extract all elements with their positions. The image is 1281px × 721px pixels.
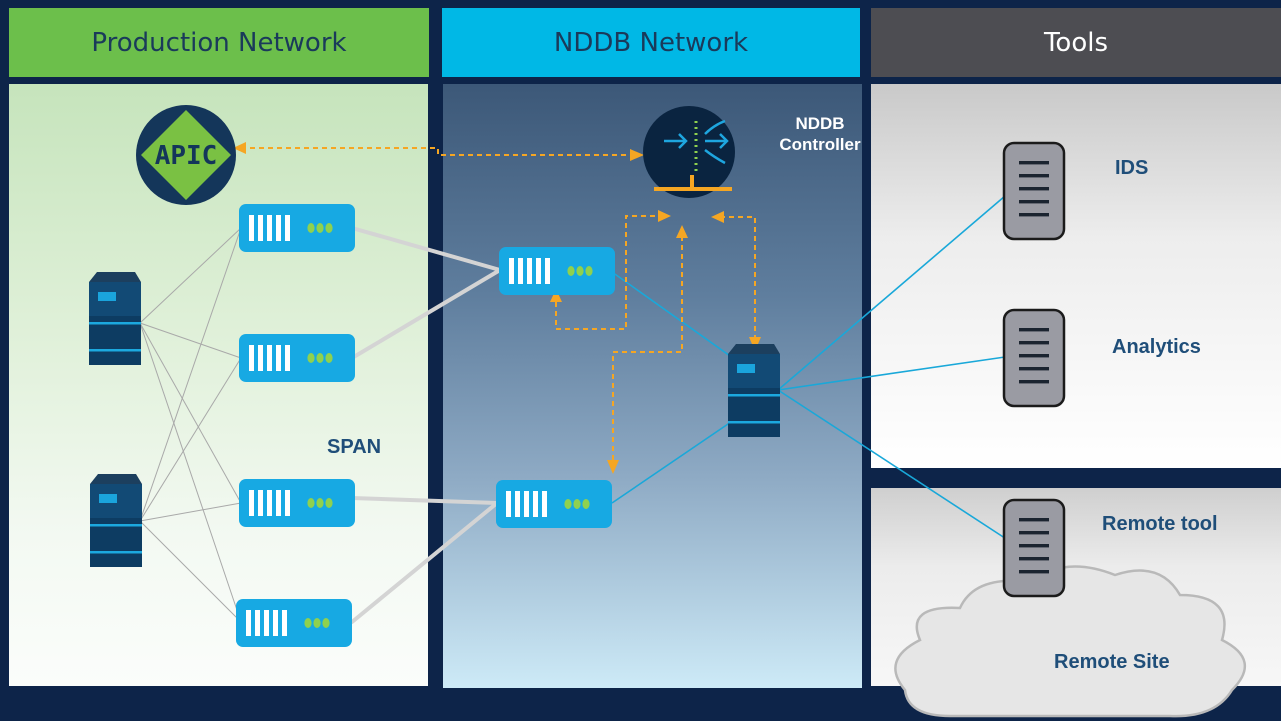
ids-tool-icon — [1002, 141, 1066, 241]
nddb-controller-label: NDDB Controller — [770, 113, 870, 155]
arrowhead — [658, 210, 671, 222]
remote-site-label: Remote Site — [1054, 651, 1170, 673]
tools-panel — [871, 84, 1281, 468]
nddb-switch-upper-icon — [499, 247, 615, 295]
leaf-switch-4-icon — [236, 599, 352, 647]
analytics-label: Analytics — [1112, 336, 1201, 358]
leaf-switch-2-icon — [239, 334, 355, 382]
data-link — [777, 389, 1015, 545]
nddb-switch-lower-icon — [496, 480, 612, 528]
span-label: SPAN — [327, 436, 382, 458]
data-link — [777, 195, 1006, 391]
span-link — [350, 268, 502, 360]
mesh-link — [139, 322, 242, 359]
arrowhead — [233, 142, 246, 154]
server-leaf-links — [139, 227, 242, 623]
leaf-switch-3-icon — [239, 479, 355, 527]
mesh-link — [139, 520, 242, 623]
nddb-controller-label-line1: NDDB — [795, 114, 845, 133]
span-link — [350, 501, 499, 624]
control-link-upper-switch — [555, 215, 658, 330]
servers — [89, 272, 780, 567]
span-link — [350, 496, 499, 505]
mesh-link — [139, 227, 242, 324]
remote-tool-label: Remote tool — [1102, 513, 1218, 535]
switches — [236, 204, 615, 647]
control-links — [241, 147, 756, 460]
arrowhead — [550, 289, 562, 302]
server-1-icon — [89, 272, 141, 365]
mesh-link — [139, 322, 242, 623]
tools — [1002, 141, 1066, 598]
server-2-icon — [90, 474, 142, 567]
control-arrowheads — [233, 142, 761, 474]
nddb-server-icon — [728, 344, 780, 437]
mesh-link — [139, 322, 242, 504]
remote-tool-icon — [1002, 498, 1066, 598]
header-nddb-network: NDDB Network — [442, 8, 860, 77]
apic-controller-icon: APIC — [136, 105, 236, 205]
mesh-link — [139, 227, 242, 522]
mesh-link — [139, 502, 242, 522]
control-link-lower-switch — [612, 238, 683, 460]
header-production-network: Production Network — [9, 8, 429, 77]
span-links — [350, 226, 502, 624]
data-links — [611, 195, 1015, 545]
analytics-tool-icon — [1002, 308, 1066, 408]
arrowhead — [711, 211, 724, 223]
remote-site-cloud — [894, 565, 1247, 718]
ids-label: IDS — [1115, 157, 1149, 179]
header-tools: Tools — [871, 8, 1281, 77]
leaf-switch-1-icon — [239, 204, 355, 252]
apic-label: APIC — [155, 141, 218, 171]
mesh-link — [139, 357, 242, 522]
control-link-nddb-switch — [720, 216, 756, 337]
arrowhead — [630, 149, 644, 161]
nddb-controller-icon — [643, 106, 735, 198]
nddb-network-panel — [443, 84, 862, 688]
arrowhead — [607, 460, 619, 474]
span-link — [350, 226, 502, 272]
arrowhead — [676, 225, 688, 238]
control-link-apic — [241, 147, 630, 156]
nddb-controller-label-line2: Controller — [779, 135, 861, 154]
data-link — [777, 356, 1006, 391]
